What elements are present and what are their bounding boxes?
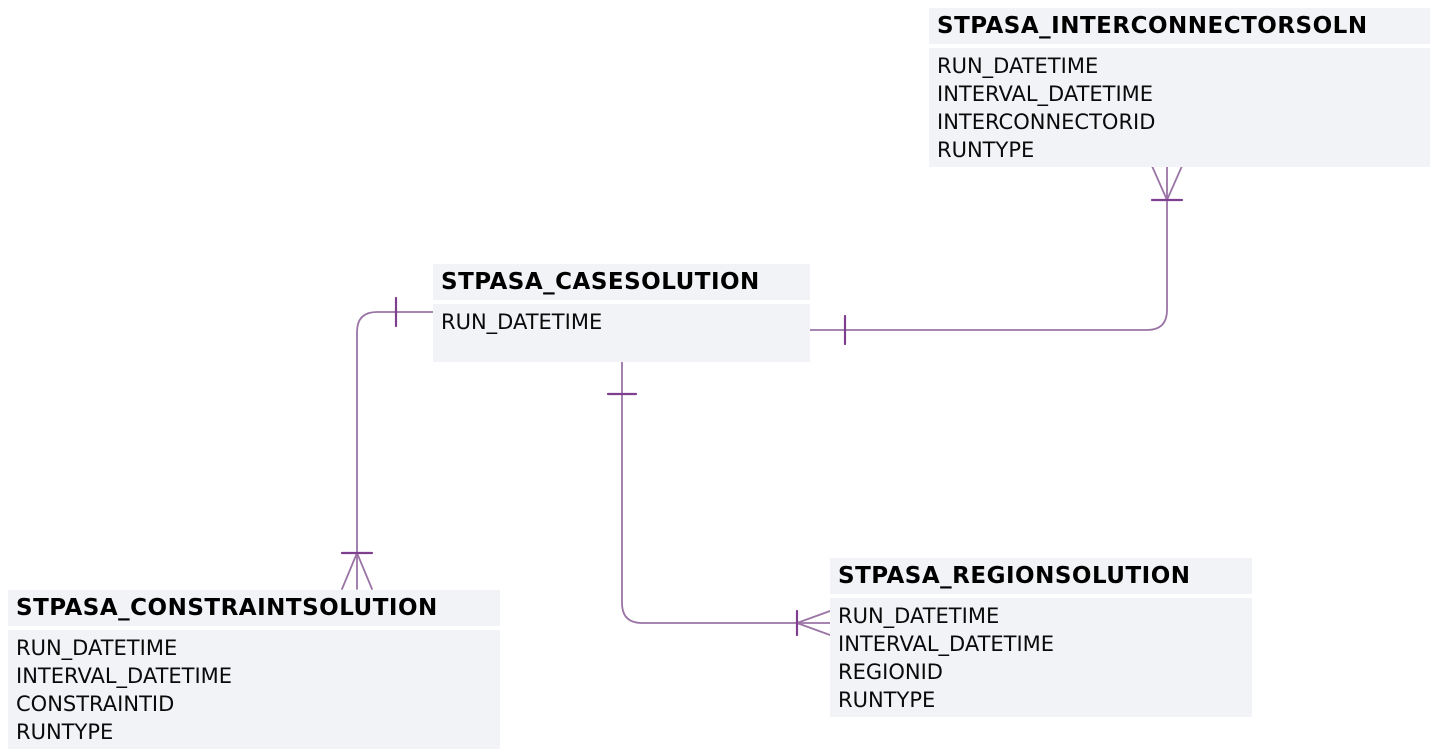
relationship-lines — [341, 165, 1183, 636]
cardinality-ticks — [340, 198, 1184, 637]
relationship-case-constraint — [356, 311, 434, 590]
entity-field: CONSTRAINTID — [16, 692, 175, 716]
entity-field-list: RUN_DATETIME INTERVAL_DATETIME REGIONID … — [830, 598, 1252, 717]
crow-foot-region — [796, 610, 831, 636]
entity-field: INTERVAL_DATETIME — [16, 664, 233, 688]
entity-field: RUNTYPE — [937, 138, 1035, 162]
entity-field-list: RUN_DATETIME INTERVAL_DATETIME CONSTRAIN… — [8, 630, 500, 749]
relationship-case-interconnector — [809, 165, 1168, 331]
entity-field: RUN_DATETIME — [937, 54, 1099, 78]
entity-field: INTERCONNECTORID — [937, 110, 1156, 134]
relationship-case-region — [621, 359, 831, 624]
entity-field-list: RUN_DATETIME — [433, 304, 810, 362]
entity-stpasa-casesolution[interactable]: STPASA_CASESOLUTION RUN_DATETIME — [433, 264, 810, 362]
entity-field: RUNTYPE — [16, 720, 114, 744]
entity-title: STPASA_INTERCONNECTORSOLN — [929, 8, 1430, 48]
entity-title: STPASA_CONSTRAINTSOLUTION — [8, 590, 500, 630]
entity-stpasa-regionsolution[interactable]: STPASA_REGIONSOLUTION RUN_DATETIME INTER… — [830, 558, 1252, 717]
entity-stpasa-interconnectorsoln[interactable]: STPASA_INTERCONNECTORSOLN RUN_DATETIME I… — [929, 8, 1430, 167]
entity-field: RUN_DATETIME — [838, 604, 1000, 628]
entity-field: RUN_DATETIME — [441, 310, 603, 334]
entity-field-list: RUN_DATETIME INTERVAL_DATETIME INTERCONN… — [929, 48, 1430, 167]
entity-field: INTERVAL_DATETIME — [937, 82, 1154, 106]
crow-foot-interconnector — [1151, 165, 1183, 201]
crow-foot-constraint — [341, 552, 373, 590]
entity-field: RUN_DATETIME — [16, 636, 178, 660]
entity-title: STPASA_CASESOLUTION — [433, 264, 810, 304]
entity-stpasa-constraintsolution[interactable]: STPASA_CONSTRAINTSOLUTION RUN_DATETIME I… — [8, 590, 500, 749]
entity-title: STPASA_REGIONSOLUTION — [830, 558, 1252, 598]
entity-field: REGIONID — [838, 660, 943, 684]
entity-field: INTERVAL_DATETIME — [838, 632, 1055, 656]
entity-field: RUNTYPE — [838, 688, 936, 712]
